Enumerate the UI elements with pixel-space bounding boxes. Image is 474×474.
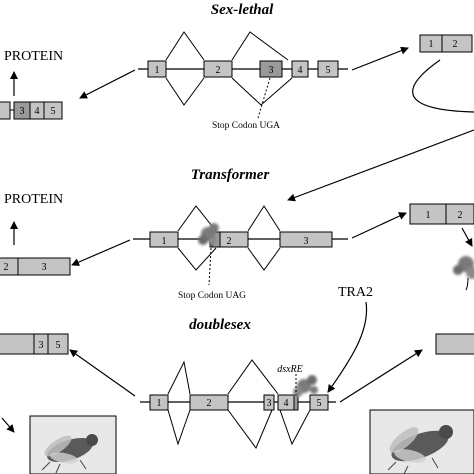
- dsx-splice-bottom-2: [227, 409, 273, 450]
- dsx-right-exon-frag: [435, 333, 474, 355]
- tra-splice-top-2: [247, 205, 281, 232]
- dsx-exon-4-re-region: [293, 394, 299, 411]
- dsx-exon-1-label: 1: [157, 398, 162, 409]
- tra2-arrow: [327, 301, 368, 393]
- tra-right-exon-2-label: 2: [458, 210, 463, 221]
- sxl-exon-4: [291, 60, 309, 78]
- tra-exon-1-label: 1: [162, 236, 167, 247]
- sxl-autoregulation-curve: [412, 59, 474, 113]
- sxl-stop-codon-label: Stop Codon UGA: [212, 121, 280, 131]
- sxl-arrow-left: [79, 69, 136, 99]
- dsx-splice-top-2: [227, 359, 279, 395]
- dsx-left-exon-5: [47, 333, 69, 355]
- sxl-protein-blob: [198, 223, 219, 245]
- tra-right-exon-2: [445, 203, 474, 225]
- sxl-right-exon-2-label: 2: [453, 39, 458, 50]
- dsx-product-left: 3 5: [0, 333, 69, 355]
- dsx-left-exon-frag: [0, 333, 35, 355]
- sxl-exon-3-label: 3: [269, 65, 274, 76]
- tra-splice-bottom-1: [177, 247, 217, 271]
- dsx-gene-structure: 1 2 3 4 5 dsxRE: [140, 359, 336, 450]
- dsx-left-exon-3-label: 3: [39, 340, 44, 351]
- sxl-left-exon-5: [43, 101, 63, 120]
- sxl-stop-pointer: [257, 77, 271, 119]
- tra-stop-codon-label: Stop Codon UAG: [178, 291, 246, 301]
- sxl-gene-structure: 1 2 3 4 5 Stop Codon UGA: [138, 31, 348, 131]
- tra-exon-3: [279, 231, 333, 248]
- fly-photo-right-icon: [369, 409, 474, 474]
- tra-product-right: 1 2: [409, 203, 474, 225]
- dsx-splice-top-1: [167, 360, 191, 395]
- tra-right-down-arrow: [461, 227, 473, 247]
- dsx-exon-4-label: 4: [284, 398, 289, 409]
- tra-left-exon-3: [17, 257, 71, 276]
- sxl-splice-top-2: [231, 31, 289, 61]
- sxl-protein-label: PROTEIN: [4, 49, 63, 64]
- sxl-exon-1-label: 1: [155, 65, 160, 76]
- sxl-product-left: PROTEIN 3 4 5: [0, 49, 63, 120]
- dsx-arrow-left: [69, 349, 136, 397]
- tra-left-exon-3-label: 3: [42, 262, 47, 273]
- tra-exon-1: [149, 231, 179, 248]
- sxl-title: Sex-lethal: [211, 2, 274, 18]
- sxl-splice-top-1: [165, 31, 205, 61]
- dsx-exon-2-label: 2: [207, 398, 212, 409]
- dsx-exon-3-label: 3: [267, 398, 272, 409]
- dsx-exon-5-label: 5: [317, 398, 322, 409]
- sxl-splice-bottom-1: [165, 77, 205, 106]
- left-fly-arrow: [1, 417, 15, 433]
- dsx-exon-1: [149, 394, 169, 411]
- sxl-left-exon-frag: [0, 101, 11, 120]
- tra-stop-pointer: [208, 247, 212, 286]
- tra-splice-bottom-2: [247, 247, 281, 271]
- sxl-splice-bottom-2: [231, 77, 293, 106]
- dsxre-label: dsxRE: [277, 364, 303, 375]
- tra-arrow-right: [351, 212, 407, 239]
- dsx-title: doublesex: [189, 317, 251, 333]
- tra-gene-structure: 1 2 3 Stop Codon UAG: [133, 205, 348, 301]
- sxl-to-tra-arrow: [287, 129, 474, 202]
- sxl-exon-3: [259, 60, 283, 78]
- dsx-exon-5: [309, 394, 329, 411]
- dsx-exon-2: [189, 394, 229, 411]
- sxl-product-right: 1 2: [419, 34, 473, 53]
- sxl-exon-2-label: 2: [216, 65, 221, 76]
- tra-protein-label: PROTEIN: [4, 192, 63, 207]
- dsx-product-right: [435, 333, 474, 355]
- tra-protein-blob: [453, 256, 474, 279]
- tra-tra2-complex-blob: [293, 375, 318, 397]
- tra-blob-tail: [465, 277, 469, 291]
- tra-left-exon-2-label: 2: [4, 262, 9, 273]
- sxl-right-exon-2: [441, 34, 473, 53]
- sxl-left-exon-3-label: 3: [20, 106, 25, 117]
- tra-right-exon-1-label: 1: [426, 210, 431, 221]
- dsx-exon-3: [263, 394, 275, 411]
- tra2-label: TRA2: [338, 285, 373, 300]
- sxl-arrow-right: [351, 46, 409, 71]
- dsx-splice-bottom-1: [167, 409, 191, 446]
- tra-exon-2-label: 2: [227, 236, 232, 247]
- sxl-exon-4-label: 4: [298, 65, 303, 76]
- fly-photo-left-icon: [29, 415, 117, 474]
- sxl-exon-1: [147, 60, 167, 78]
- sxl-exon-2: [203, 60, 233, 78]
- tra-title: Transformer: [191, 167, 270, 183]
- sxl-left-exon-4-label: 4: [35, 106, 40, 117]
- sxl-right-exon-1-label: 1: [429, 39, 434, 50]
- tra-product-left: PROTEIN 2 3: [0, 192, 71, 276]
- tra-exon-3-label: 3: [304, 236, 309, 247]
- dsx-left-exon-5-label: 5: [56, 340, 61, 351]
- sxl-exon-5: [317, 60, 339, 78]
- sxl-exon-5-label: 5: [326, 65, 331, 76]
- tra-arrow-left: [71, 239, 131, 266]
- tra-splice-top-1: [177, 205, 217, 232]
- dsx-splice-bottom-3: [279, 409, 311, 446]
- dsx-arrow-right: [339, 349, 423, 403]
- sxl-left-exon-5-label: 5: [51, 106, 56, 117]
